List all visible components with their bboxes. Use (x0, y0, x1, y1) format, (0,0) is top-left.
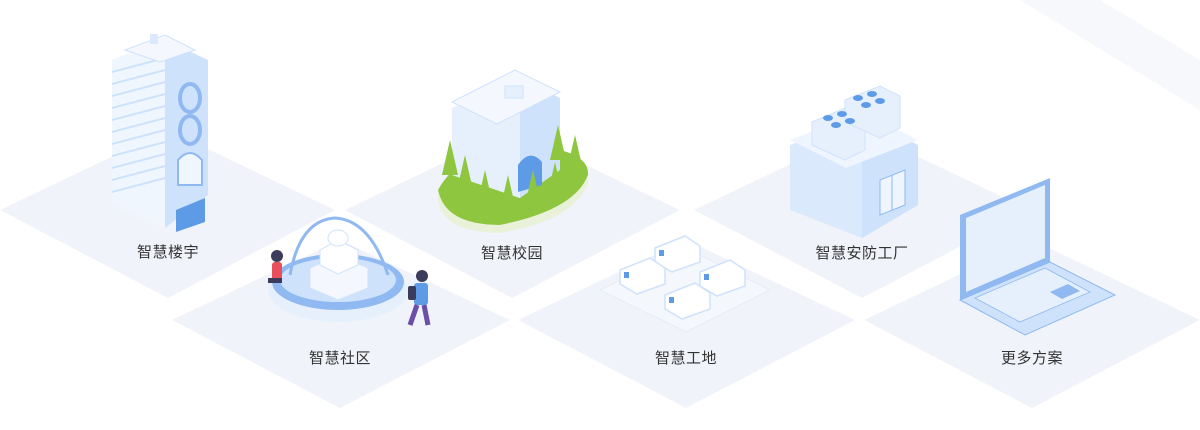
label-construction[interactable]: 智慧工地 (654, 349, 718, 367)
label-building[interactable]: 智慧楼宇 (136, 243, 200, 261)
label-campus[interactable]: 智慧校园 (480, 244, 544, 262)
tile-community[interactable] (172, 240, 510, 408)
background-stripe (1020, 0, 1200, 110)
vehicle-lot-icon (598, 235, 772, 333)
fountain-plaza-icon (268, 216, 431, 326)
factory-icon (790, 85, 918, 238)
label-more[interactable]: 更多方案 (1000, 349, 1064, 367)
laptop-icon (958, 178, 1117, 336)
label-factory[interactable]: 智慧安防工厂 (815, 244, 909, 262)
campus-building-icon (438, 69, 589, 233)
label-community[interactable]: 智慧社区 (308, 349, 372, 367)
office-tower-icon (111, 34, 208, 232)
